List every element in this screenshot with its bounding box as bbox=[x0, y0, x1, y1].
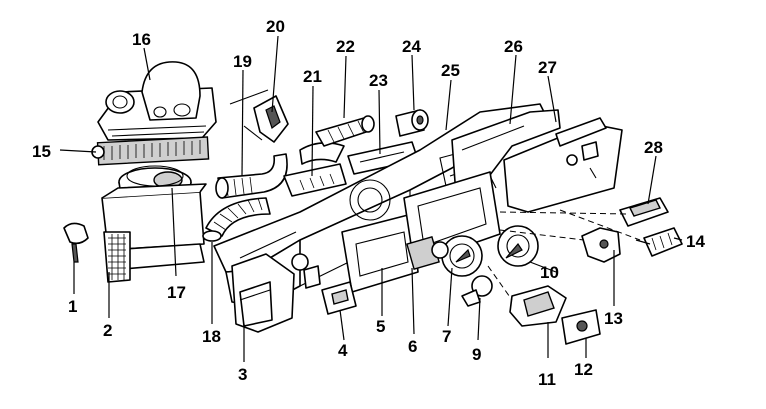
part-11-vent-switch bbox=[509, 285, 567, 327]
part-7-gauges bbox=[431, 235, 483, 277]
part-28-switch bbox=[619, 197, 669, 227]
part-19-duct-elbow bbox=[215, 153, 288, 199]
part-14-switch-module bbox=[643, 227, 683, 257]
callout-24: 24 bbox=[402, 37, 421, 56]
part-4-small-box bbox=[321, 281, 357, 315]
part-3-end-cap bbox=[231, 253, 295, 333]
callout-15: 15 bbox=[32, 142, 51, 161]
callout-18: 18 bbox=[202, 327, 221, 346]
part-20-bracket bbox=[229, 89, 289, 143]
part-1-sensor bbox=[63, 222, 89, 263]
callout-10: 10 bbox=[540, 263, 559, 282]
callout-20: 20 bbox=[266, 17, 285, 36]
callout-28: 28 bbox=[644, 138, 663, 157]
part-24-knob bbox=[395, 109, 429, 137]
part-12-switch-assy bbox=[561, 309, 601, 345]
part-16-blower-cover bbox=[97, 61, 217, 141]
callout-5: 5 bbox=[376, 317, 385, 336]
callout-13: 13 bbox=[604, 309, 623, 328]
part-18-duct-hose bbox=[202, 197, 271, 242]
callout-2: 2 bbox=[103, 321, 112, 340]
callout-19: 19 bbox=[233, 52, 252, 71]
part-9-small-gauge bbox=[461, 275, 493, 307]
part-27-glove-box bbox=[503, 117, 623, 213]
callout-6: 6 bbox=[408, 337, 417, 356]
callout-1: 1 bbox=[68, 297, 77, 316]
callout-14: 14 bbox=[686, 232, 705, 251]
part-22-flex-hose bbox=[315, 115, 375, 147]
callout-7: 7 bbox=[442, 327, 451, 346]
callout-12: 12 bbox=[574, 360, 593, 379]
part-15-connector bbox=[91, 136, 210, 166]
leader-lines bbox=[59, 35, 683, 362]
callout-21: 21 bbox=[303, 67, 322, 86]
part-13-bracket bbox=[581, 227, 621, 263]
callout-4: 4 bbox=[338, 341, 348, 360]
callout-26: 26 bbox=[504, 37, 523, 56]
part-10-gauge-unit bbox=[497, 225, 557, 273]
callout-labels: 1 2 3 4 5 6 7 9 10 11 12 13 14 15 16 17 … bbox=[32, 17, 705, 389]
callout-16: 16 bbox=[132, 30, 151, 49]
callout-11: 11 bbox=[538, 370, 556, 389]
part-2-heater-box bbox=[101, 183, 207, 283]
part-5-instrument-frame bbox=[341, 213, 419, 293]
callout-17: 17 bbox=[167, 283, 186, 302]
alignment-lines bbox=[487, 209, 641, 301]
part-21-center-vent bbox=[283, 142, 347, 197]
callout-9: 9 bbox=[472, 345, 481, 364]
callout-22: 22 bbox=[336, 37, 355, 56]
callout-27: 27 bbox=[538, 58, 557, 77]
callout-25: 25 bbox=[441, 61, 460, 80]
callout-3: 3 bbox=[238, 365, 247, 384]
callout-23: 23 bbox=[369, 71, 388, 90]
